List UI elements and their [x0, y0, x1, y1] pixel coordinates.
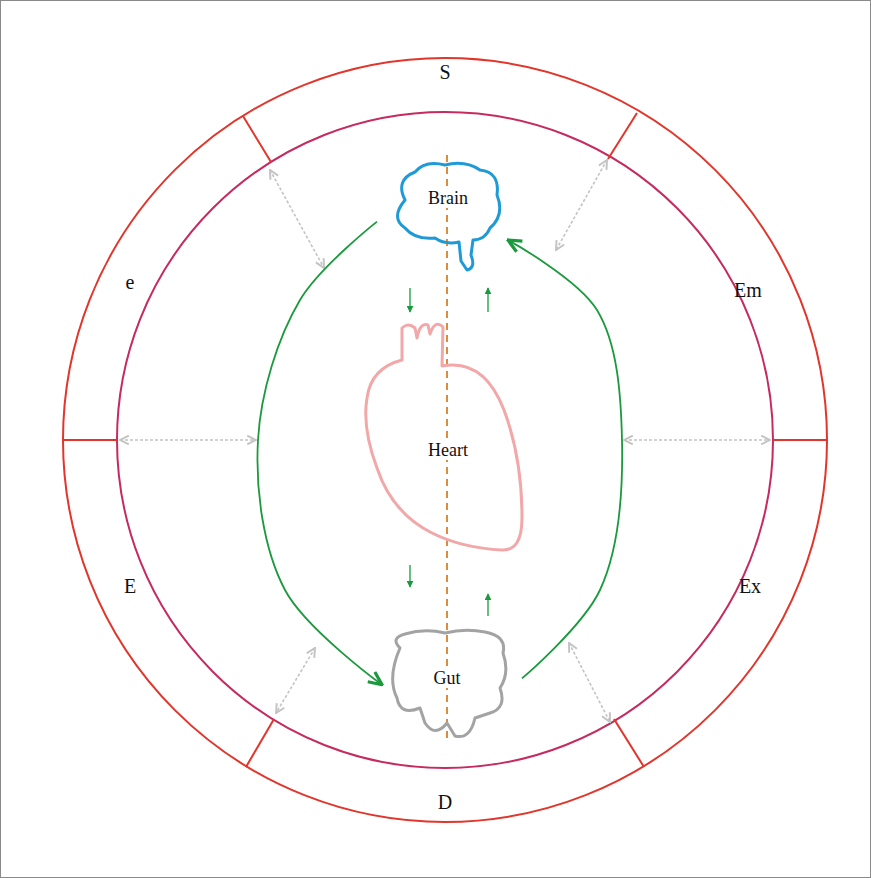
ring-segment: Ex — [733, 573, 768, 600]
ring-segment: D — [432, 789, 459, 816]
gut-outline-path — [393, 630, 506, 736]
segment-label: S — [437, 61, 452, 84]
segment-label: e — [124, 271, 137, 294]
ring-segment: S — [433, 59, 457, 86]
small-flow-arrow — [409, 565, 410, 587]
organ-node: Heart — [362, 318, 527, 553]
segment-label: D — [436, 791, 454, 814]
axis-curve-arrow — [257, 222, 381, 684]
outer-ring — [63, 58, 827, 822]
organ-label: Brain — [426, 188, 470, 209]
small-flow-arrow — [487, 594, 488, 616]
heart-outline-path — [366, 324, 522, 550]
organ-node: Brain — [385, 160, 505, 272]
heart-outline — [362, 318, 527, 553]
organ-label: Gut — [432, 668, 463, 689]
organ-label: Heart — [426, 440, 470, 461]
ring-segment: E — [118, 573, 143, 600]
ring-segment: Em — [728, 277, 768, 304]
brain-outline — [385, 160, 505, 272]
inner-circle — [117, 112, 773, 768]
segment-label: Ex — [737, 575, 763, 598]
segment-label: E — [122, 575, 138, 598]
brain-outline-path — [398, 163, 500, 270]
ring-dividers — [63, 113, 827, 767]
axis-curve-arrow — [509, 241, 622, 679]
small-flow-arrow — [409, 288, 410, 312]
small-flow-arrow — [487, 288, 488, 312]
interaction-arrows — [120, 160, 770, 722]
ring-segment: e — [120, 269, 141, 296]
segment-label: Em — [732, 279, 764, 302]
organ-node: Gut — [385, 628, 510, 740]
